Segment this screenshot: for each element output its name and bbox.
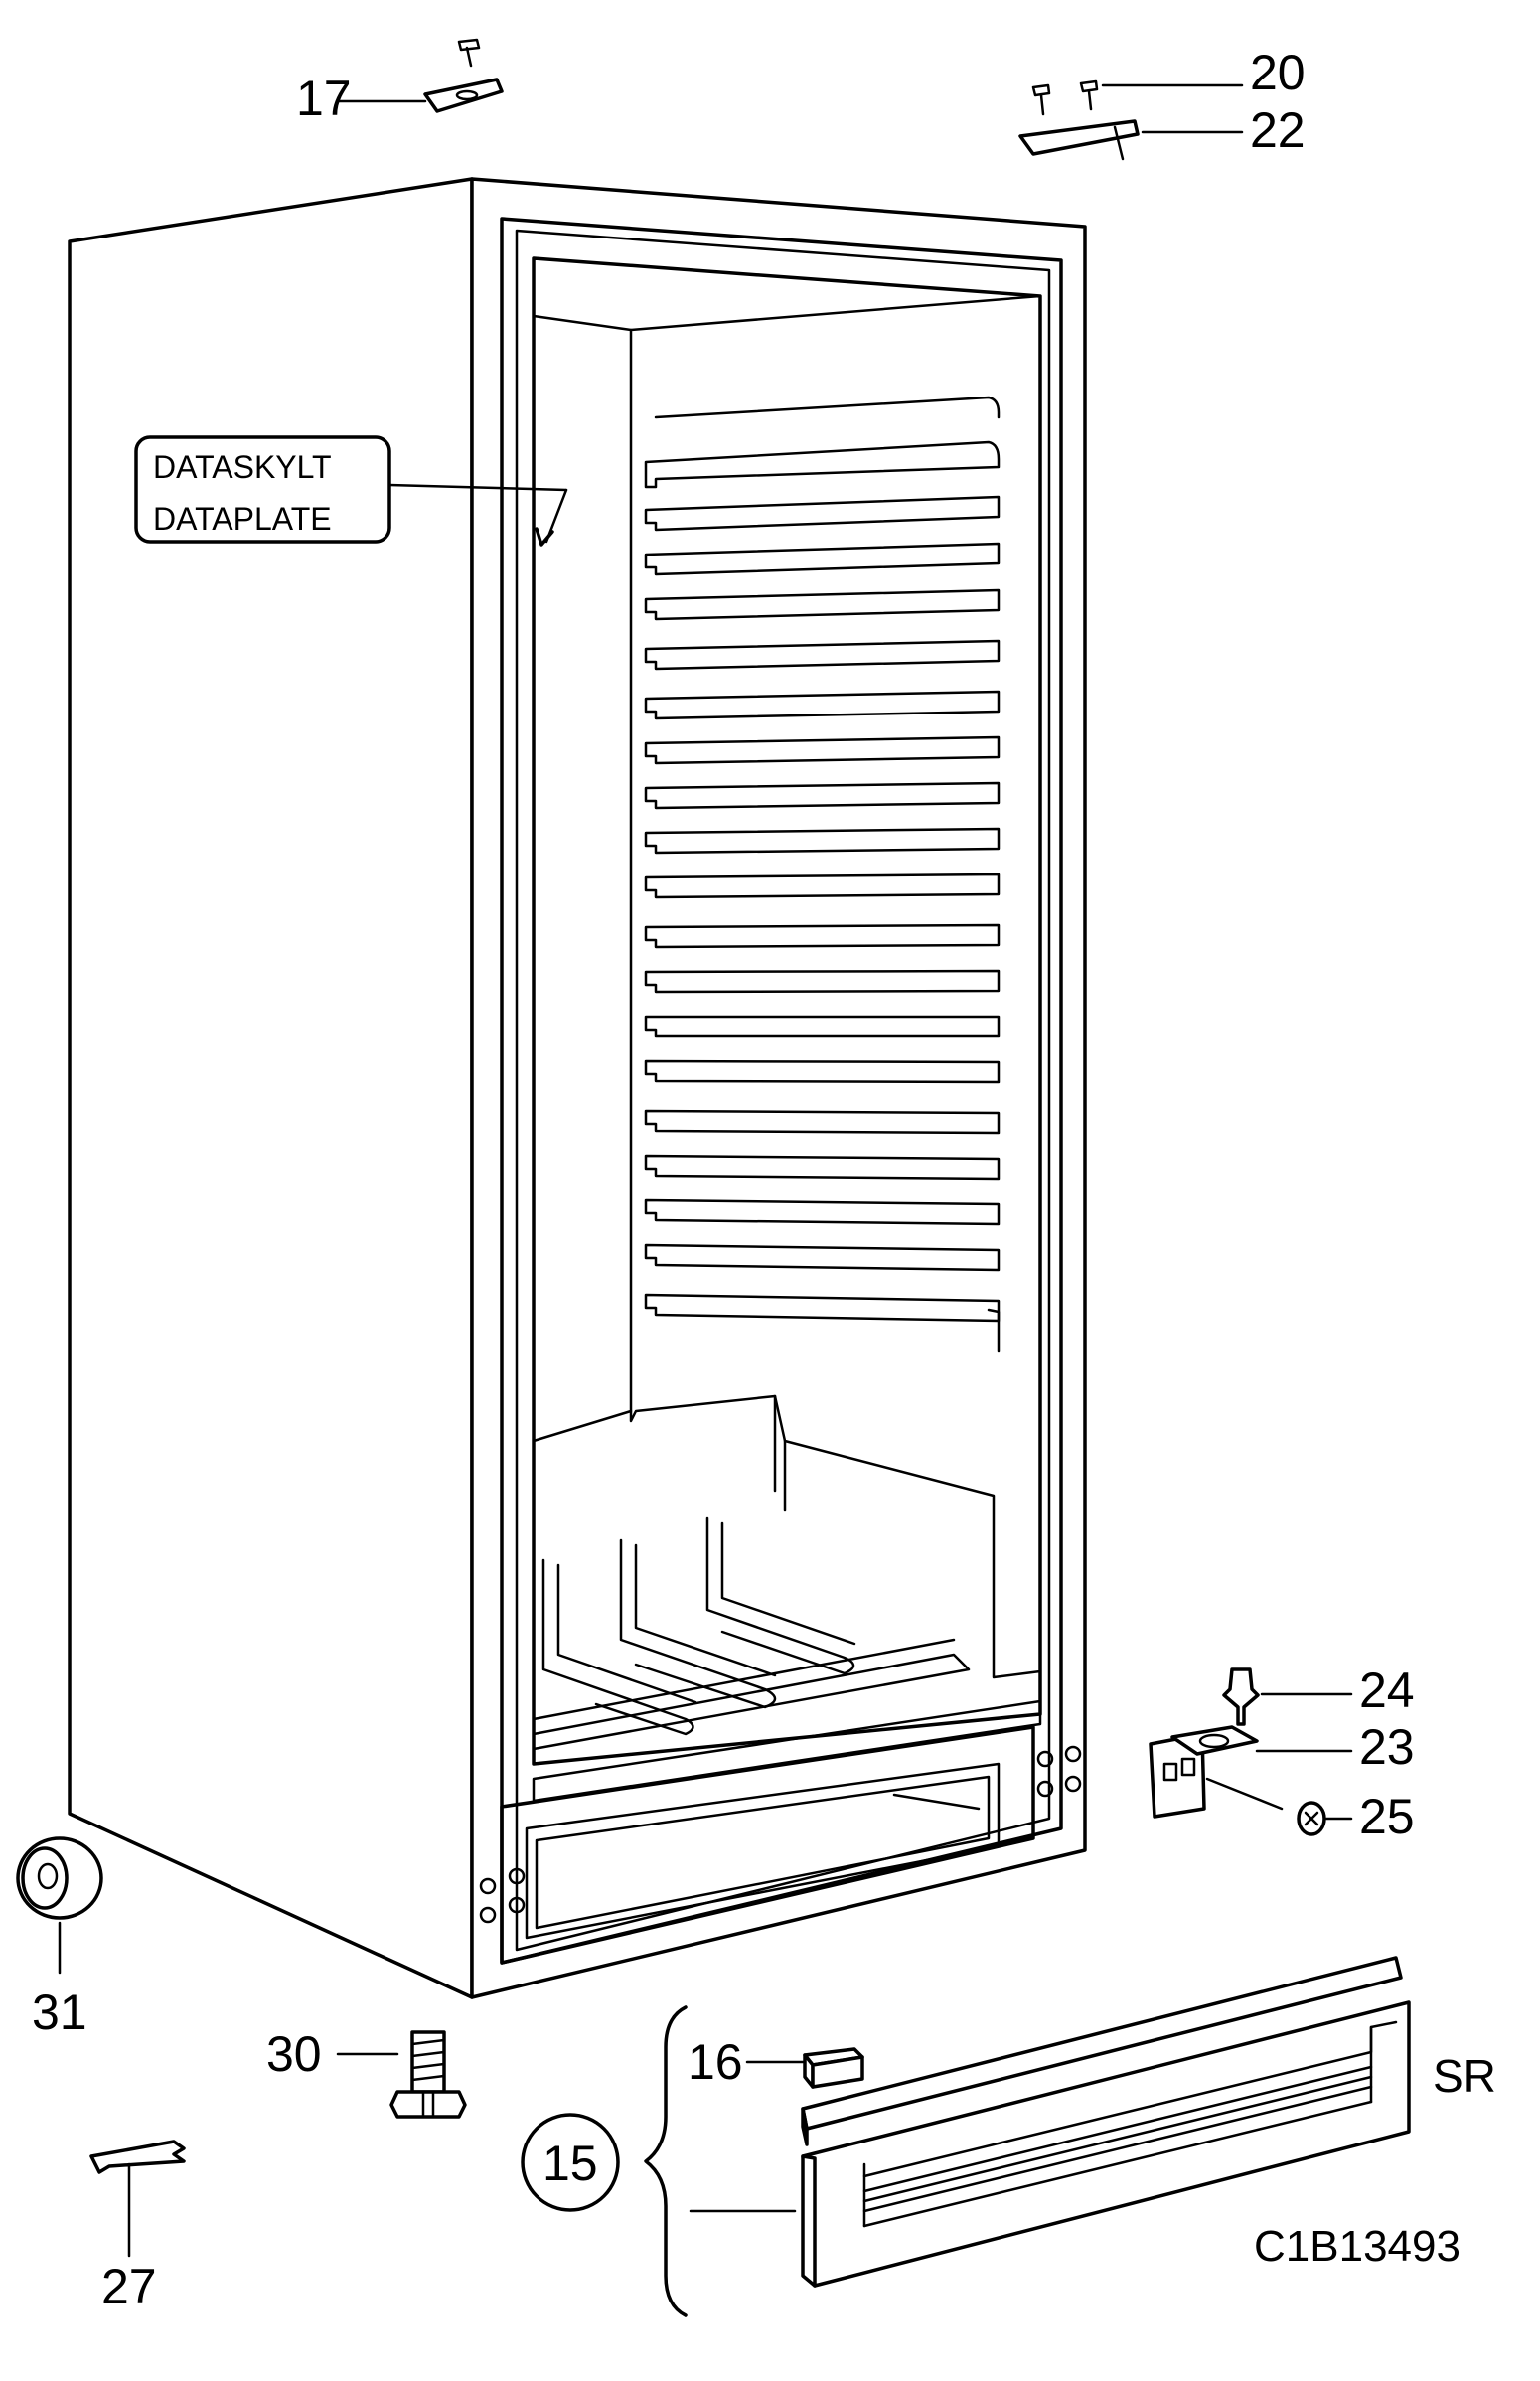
part-16-clip bbox=[745, 2047, 864, 2089]
callout-23: 23 bbox=[1359, 1719, 1415, 1775]
part-23-bottom-hinge bbox=[1149, 1725, 1353, 1819]
mounting-holes bbox=[479, 1745, 1082, 1924]
callout-sr: SR bbox=[1433, 2050, 1496, 2102]
callout-25: 25 bbox=[1359, 1789, 1415, 1844]
part-31-foot bbox=[16, 1836, 103, 1975]
part-20-22-top-hinge bbox=[1018, 79, 1244, 161]
drawing-code: C1B13493 bbox=[1254, 2222, 1461, 2271]
callout-24: 24 bbox=[1359, 1663, 1415, 1718]
data-plate-label: DATASKYLT DATAPLATE bbox=[134, 435, 568, 547]
part-17-hinge-cover bbox=[336, 38, 504, 113]
callout-17: 17 bbox=[296, 71, 352, 126]
evaporator-coils bbox=[532, 1516, 971, 1751]
data-plate-line1: DATASKYLT bbox=[153, 449, 332, 485]
callout-20: 20 bbox=[1250, 45, 1306, 100]
part-30-leveling-bolt bbox=[336, 2030, 467, 2119]
callout-16: 16 bbox=[688, 2034, 743, 2090]
cabinet-body bbox=[68, 177, 1087, 1999]
part-24-hinge-pin bbox=[1222, 1667, 1353, 1726]
callout-labels: 17 20 22 24 23 25 31 30 16 15 27 SR C1B1… bbox=[32, 45, 1496, 2314]
kick-panel bbox=[500, 1699, 1042, 1965]
callout-15: 15 bbox=[542, 2136, 598, 2191]
part-27-spacer bbox=[89, 2140, 186, 2258]
callout-31: 31 bbox=[32, 1984, 87, 2040]
data-plate-line2: DATAPLATE bbox=[153, 501, 332, 537]
callout-22: 22 bbox=[1250, 102, 1306, 158]
part-25-screw bbox=[1205, 1777, 1353, 1836]
callout-27: 27 bbox=[101, 2259, 157, 2314]
callout-30: 30 bbox=[266, 2026, 322, 2082]
part-15-plinth bbox=[521, 1956, 1411, 2317]
shelf-rails bbox=[644, 396, 1001, 1353]
